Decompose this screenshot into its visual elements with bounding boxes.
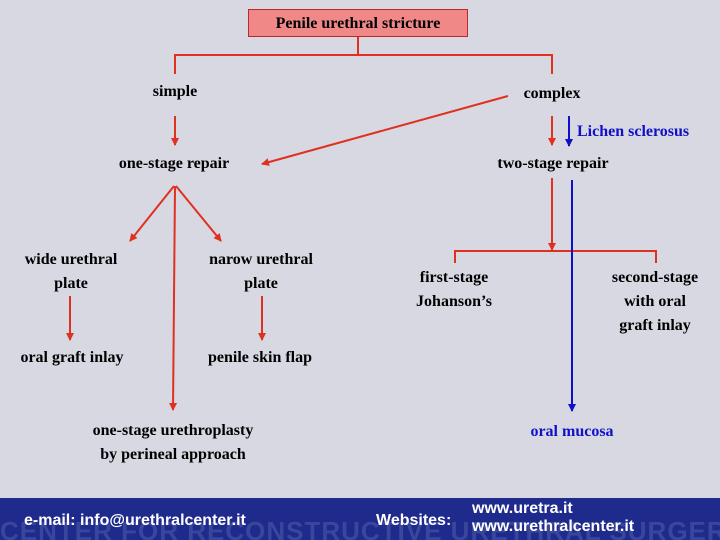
second-stage-line3: graft inlay <box>619 317 691 334</box>
node-complex: complex <box>523 85 581 102</box>
perineal-line1: one-stage urethroplasty <box>92 422 254 439</box>
second-stage-line1: second-stage <box>611 269 699 286</box>
node-wide-urethral-plate: wide urethral plate <box>0 248 142 296</box>
node-two-stage-repair: two-stage repair <box>497 155 609 172</box>
footer-site-urethralcenter[interactable]: www.urethralcenter.it <box>472 518 635 535</box>
arrow-onestage-narrow <box>175 185 222 242</box>
node-penile-skin-flap: penile skin flap <box>207 349 313 366</box>
arrow-complex-onestage <box>261 95 509 166</box>
node-oral-mucosa: oral mucosa <box>530 423 614 440</box>
connector-lines <box>66 37 657 412</box>
root-node: Penile urethral stricture <box>248 9 468 37</box>
second-stage-line2: with oral <box>624 293 686 310</box>
first-stage-line1: first-stage <box>419 269 489 286</box>
root-bracket <box>174 37 553 74</box>
node-first-stage: first-stage Johanson’s <box>395 266 513 314</box>
arrow-onestage-perineal <box>169 185 178 411</box>
node-oral-graft-inlay: oral graft inlay <box>20 349 124 366</box>
wide-plate-line1: wide urethral <box>24 251 118 268</box>
footer-watermark: CENTER FOR RECONSTRUCTIVE URETHRAL SURGE… <box>0 516 720 540</box>
wide-plate-line2: plate <box>54 275 88 292</box>
narrow-plate-line1: narow urethral <box>209 251 313 268</box>
twostage-bracket <box>454 178 657 263</box>
node-narrow-urethral-plate: narow urethral plate <box>185 248 337 296</box>
footer-site-uretra[interactable]: www.uretra.it <box>472 500 573 517</box>
first-stage-line2: Johanson’s <box>416 293 492 310</box>
footer-email[interactable]: e-mail: info@urethralcenter.it <box>24 512 246 529</box>
footer-bar: CENTER FOR RECONSTRUCTIVE URETHRAL SURGE… <box>0 498 720 540</box>
node-one-stage-repair: one-stage repair <box>118 155 230 172</box>
node-second-stage: second-stage with oral graft inlay <box>592 266 718 338</box>
narrow-plate-line2: plate <box>244 275 278 292</box>
arrow-onestage-wide <box>129 185 175 242</box>
node-simple: simple <box>152 83 198 100</box>
footer-websites-label: Websites: <box>376 512 452 529</box>
node-lichen-sclerosus: Lichen sclerosus <box>577 123 690 140</box>
node-perineal-urethroplasty: one-stage urethroplasty by perineal appr… <box>62 419 284 467</box>
perineal-line2: by perineal approach <box>100 446 246 463</box>
